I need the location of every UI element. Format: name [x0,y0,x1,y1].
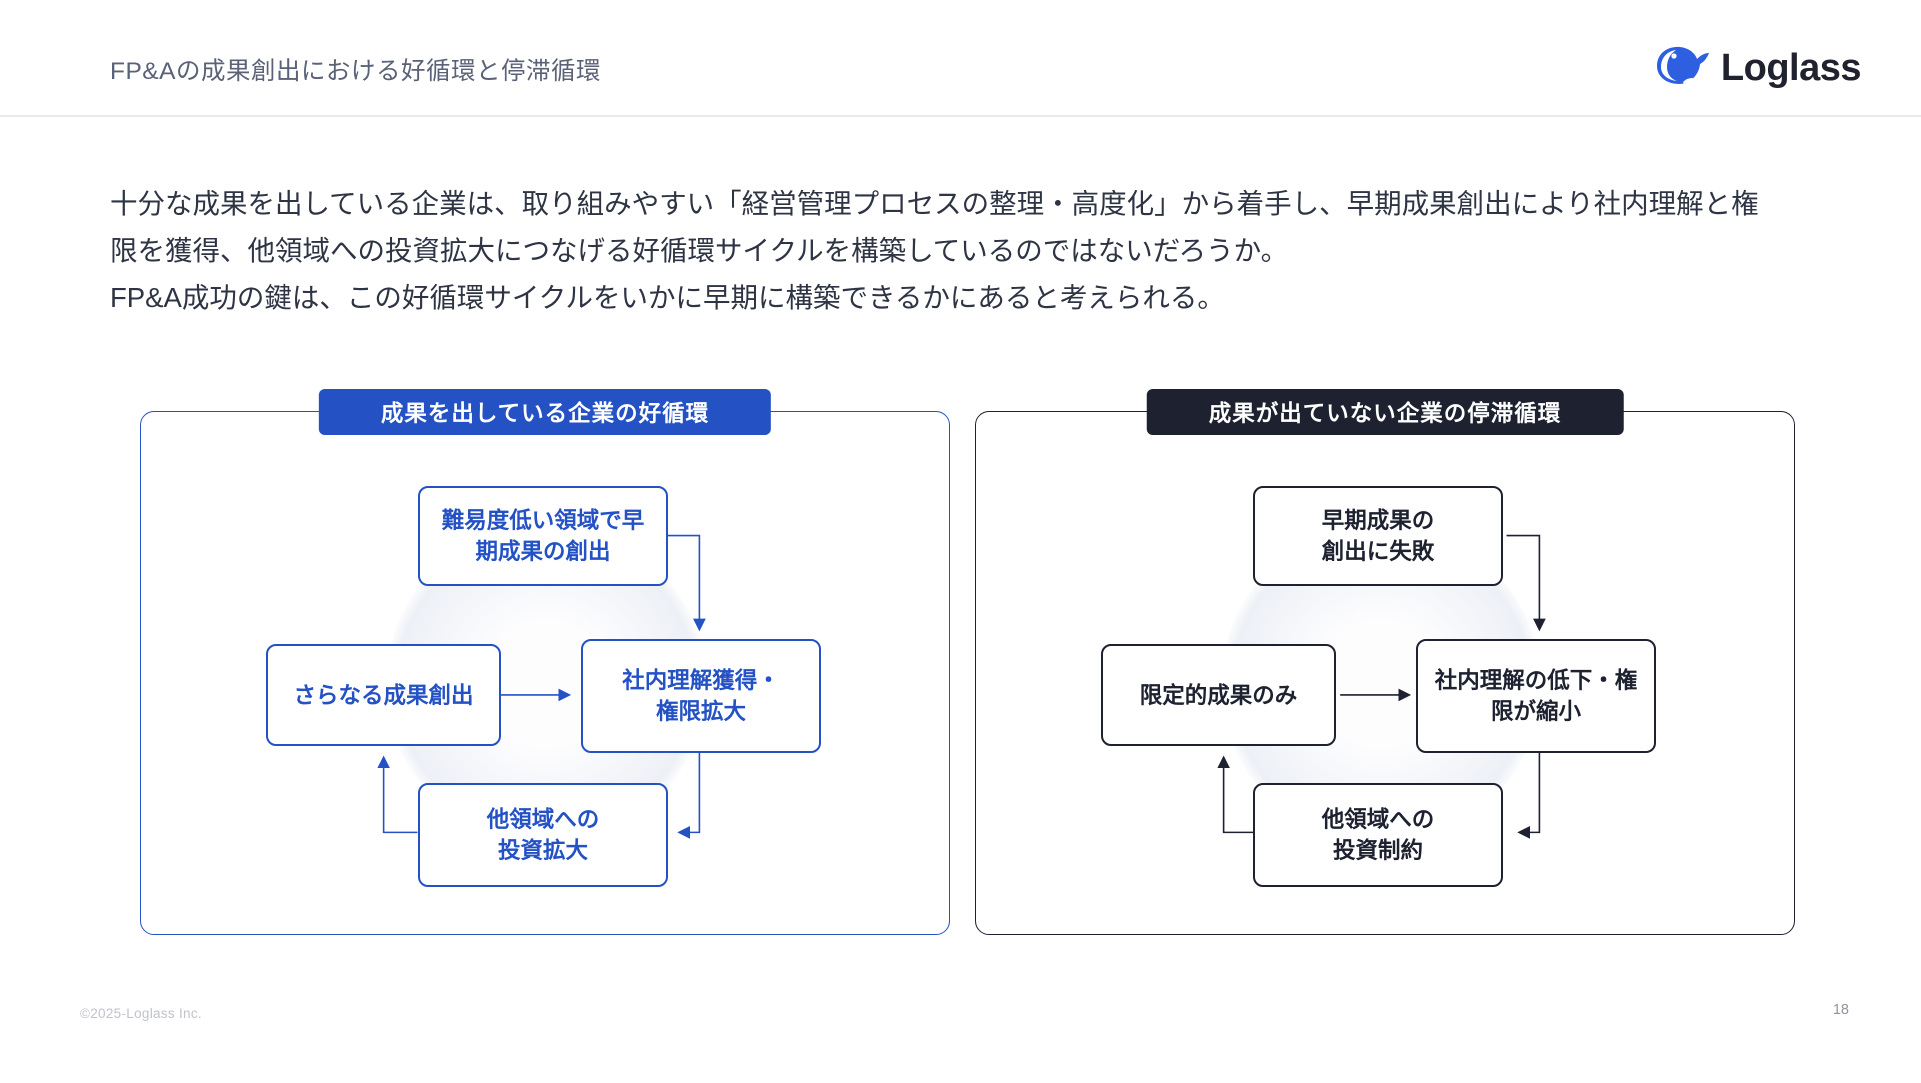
intro-paragraph: 十分な成果を出している企業は、取り組みやすい「経営管理プロセスの整理・高度化」か… [110,180,1759,321]
good-cycle-box-top-line1: 難易度低い領域で早 [441,508,645,533]
stagnant-cycle-box-left-line1: 限定的成果のみ [1139,682,1298,708]
page-number: 18 [1832,1002,1849,1018]
header-divider [0,115,1921,117]
good-cycle-box-right: 社内理解獲得・ 権限拡大 [581,639,821,753]
loglass-whale-icon [1653,42,1711,95]
good-cycle-box-bottom: 他領域への 投資拡大 [418,783,668,887]
stagnant-cycle-panel: 成果が出ていない企業の停滞循環 早期成果の 創出に失敗 限定的成果のみ 社内理解… [975,389,1795,935]
good-cycle-box-top-line2: 期成果の創出 [475,539,611,564]
loglass-logo-text: Loglass [1720,47,1862,89]
stagnant-cycle-box-top-line2: 創出に失敗 [1321,539,1435,564]
page-title: FP&Aの成果創出における好循環と停滞循環 [110,58,601,85]
stagnant-cycle-title: 成果が出ていない企業の停滞循環 [1146,389,1624,435]
stagnant-cycle-box-right-line2: 限が縮小 [1490,699,1581,724]
stagnant-cycle-box-top-line1: 早期成果の [1321,508,1435,533]
good-cycle-box-right-line1: 社内理解獲得・ [622,668,780,693]
copyright-text: ©2025-Loglass Inc. [80,1006,202,1021]
loglass-logo: Loglass [1653,42,1862,95]
good-cycle-box-bottom-line1: 他領域への [486,807,600,832]
stagnant-cycle-box-right-line1: 社内理解の低下・権 [1434,668,1638,693]
good-cycle-title: 成果を出している企業の好循環 [318,389,772,435]
good-cycle-panel: 成果を出している企業の好循環 難易度低い領域で早 期成果の創出 さらなる成果創出… [140,389,950,935]
intro-line-2: 限を獲得、他領域への投資拡大につなげる好循環サイクルを構築しているのではないだろ… [110,235,1289,266]
stagnant-cycle-box-right: 社内理解の低下・権 限が縮小 [1416,639,1656,753]
stagnant-cycle-box-left: 限定的成果のみ [1101,644,1336,746]
intro-line-1: 十分な成果を出している企業は、取り組みやすい「経営管理プロセスの整理・高度化」か… [110,188,1759,219]
stagnant-cycle-box-top: 早期成果の 創出に失敗 [1253,486,1503,586]
good-cycle-box-top: 難易度低い領域で早 期成果の創出 [418,486,668,586]
good-cycle-box-bottom-line2: 投資拡大 [497,838,588,863]
intro-line-3: FP&A成功の鍵は、この好循環サイクルをいかに早期に構築できるかにあると考えられ… [110,282,1225,313]
good-cycle-box-left-line1: さらなる成果創出 [293,682,474,708]
stagnant-cycle-box-bottom-line2: 投資制約 [1332,838,1423,863]
good-cycle-box-left: さらなる成果創出 [266,644,501,746]
good-cycle-box-right-line2: 権限拡大 [655,699,746,724]
stagnant-cycle-box-bottom: 他領域への 投資制約 [1253,783,1503,887]
stagnant-cycle-box-bottom-line1: 他領域への [1321,807,1435,832]
